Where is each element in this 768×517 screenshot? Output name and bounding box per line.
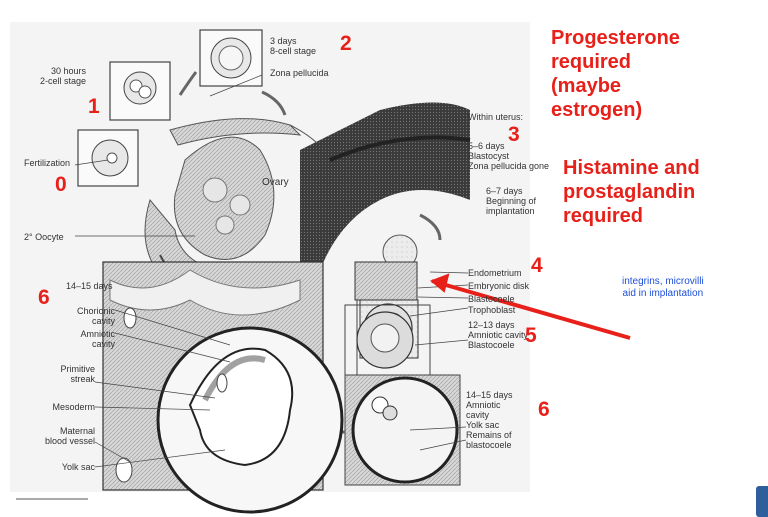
label-implantation: 6–7 days Beginning of implantation xyxy=(486,186,537,216)
label-mesoderm: Mesoderm xyxy=(52,402,95,412)
label-day-14-15-small: 14–15 days Amniotic cavity Yolk sac Rema… xyxy=(466,390,513,450)
label-within-uterus: Within uterus: xyxy=(468,112,524,122)
label-blastocoele: Blastocoele xyxy=(468,294,515,304)
step-number-4: 4 xyxy=(531,254,543,277)
step-number-2: 2 xyxy=(340,32,352,55)
step-number-6-small-panel: 6 xyxy=(538,398,550,421)
step-number-6-large-panel: 6 xyxy=(38,286,50,309)
label-ovary: Ovary xyxy=(262,177,289,188)
label-amniotic-cavity: Amniotic cavity xyxy=(80,329,115,349)
step-number-3: 3 xyxy=(508,123,520,146)
label-endometrium: Endometrium xyxy=(468,268,522,278)
label-day-14-15-large: 14–15 days xyxy=(66,281,113,291)
progesterone-note: Progesterone required (maybe estrogen) xyxy=(551,27,680,121)
integrins-note: integrins, microvilli aid in implantatio… xyxy=(622,276,704,299)
step-number-0: 0 xyxy=(55,173,67,196)
step-number-5: 5 xyxy=(525,324,537,347)
label-fertilization: Fertilization xyxy=(24,158,71,168)
label-eight-cell-stage: 3 days 8-cell stage xyxy=(270,36,317,56)
label-oocyte: 2° Oocyte xyxy=(24,232,64,242)
label-zona-pellucida: Zona pellucida xyxy=(270,68,329,78)
label-primitive-streak: Primitive streak xyxy=(60,364,95,384)
histamine-prostaglandin-note: Histamine and prostaglandin required xyxy=(563,157,700,227)
label-two-cell-stage: 30 hours 2-cell stage xyxy=(40,66,87,86)
label-embryonic-disk: Embryonic disk xyxy=(468,281,530,291)
step-number-1: 1 xyxy=(88,95,100,118)
label-blastocyst: 5–6 days Blastocyst Zona pellucida gone xyxy=(468,141,550,171)
label-day-12-13: 12–13 days Amniotic cavity Blastocoele xyxy=(468,320,529,350)
label-trophoblast: Trophoblast xyxy=(468,305,516,315)
label-yolk-sac: Yolk sac xyxy=(61,462,95,472)
label-maternal-blood-vessel: Maternal blood vessel xyxy=(44,426,95,446)
label-chorionic-cavity: Chorionic cavity xyxy=(76,306,115,326)
